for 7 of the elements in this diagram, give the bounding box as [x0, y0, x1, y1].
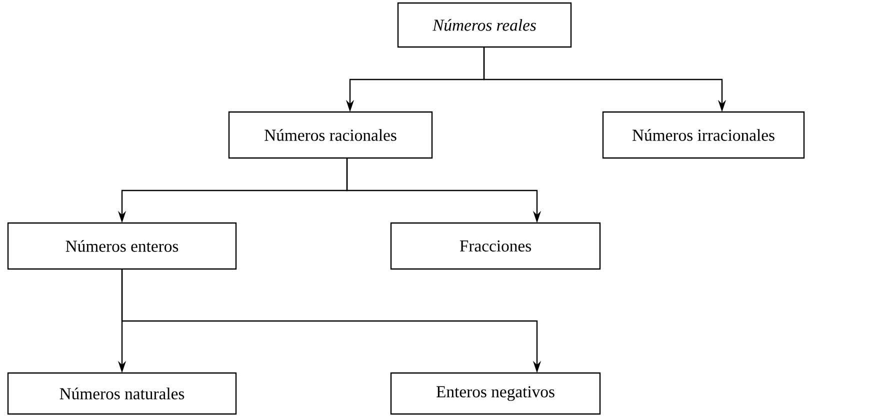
category-box: Números enteros [7, 222, 237, 270]
category-box: Fracciones [390, 222, 601, 270]
category-box: Números reales [397, 2, 572, 48]
category-box: Números naturales [7, 372, 237, 415]
category-box: Enteros negativos [390, 372, 601, 415]
category-box: Números irracionales [602, 111, 805, 159]
category-box: Números racionales [228, 111, 433, 159]
